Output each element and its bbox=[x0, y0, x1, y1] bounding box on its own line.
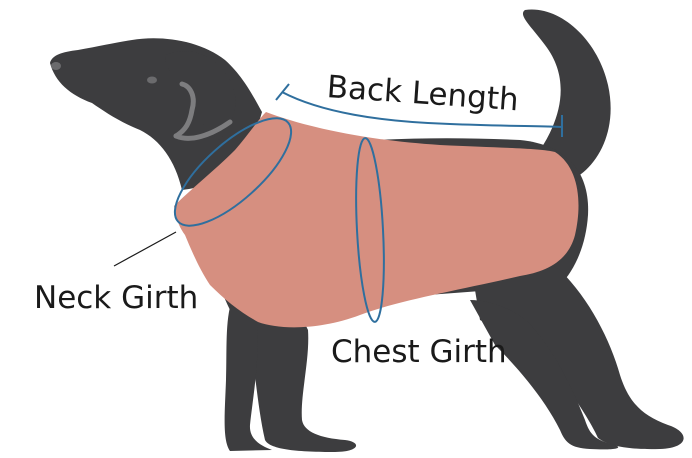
dog-nose bbox=[51, 62, 61, 70]
neck-girth-loop bbox=[173, 117, 293, 227]
neck-girth-label: Neck Girth bbox=[34, 280, 199, 316]
coat-body bbox=[174, 112, 579, 328]
dog-eye bbox=[147, 76, 157, 84]
back-length-line bbox=[281, 91, 563, 128]
chest-girth-loop bbox=[355, 137, 385, 323]
dog-ear bbox=[165, 51, 236, 140]
dog-ear-fold-tip bbox=[173, 119, 233, 141]
measurement-lines bbox=[173, 83, 563, 323]
chest-girth-label: Chest Girth bbox=[331, 334, 507, 370]
neck-girth-leader bbox=[113, 231, 177, 267]
dog-front-leg bbox=[250, 300, 357, 452]
dog-ear-fold bbox=[173, 81, 196, 139]
dog-hind-leg bbox=[470, 254, 684, 450]
dog-coat bbox=[174, 112, 579, 328]
dog-front-leg-far bbox=[224, 300, 272, 451]
dog-tail bbox=[522, 9, 611, 179]
dog-hind-leg-far bbox=[470, 300, 619, 450]
back-length-start-tick bbox=[275, 83, 290, 101]
